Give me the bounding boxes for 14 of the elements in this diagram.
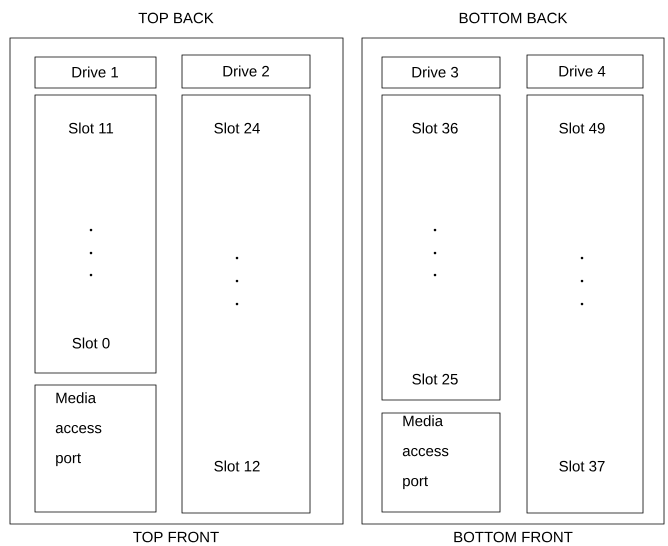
drive-box: Drive 4 <box>526 54 644 88</box>
node-label: TOP FRONT <box>133 532 219 542</box>
slot-column: Slot 24 Slot 12 <box>182 94 310 514</box>
slot-column: Slot 36 Slot 25 <box>382 94 500 400</box>
node-label: TOP BACK <box>138 12 214 24</box>
media-port-box: Media access port <box>382 412 500 512</box>
slot-column: Slot 49 Slot 37 <box>526 94 644 514</box>
slot-column: Slot 11 Slot 0 <box>34 94 156 374</box>
drive-box: Drive 3 <box>382 56 500 88</box>
node-label: BOTTOM BACK <box>460 12 568 24</box>
node-label: BOTTOM FRONT <box>454 532 573 542</box>
drive-box: Drive 1 <box>34 56 156 88</box>
media-port-box: Media access port <box>34 384 156 512</box>
drive-box: Drive 2 <box>182 54 310 88</box>
